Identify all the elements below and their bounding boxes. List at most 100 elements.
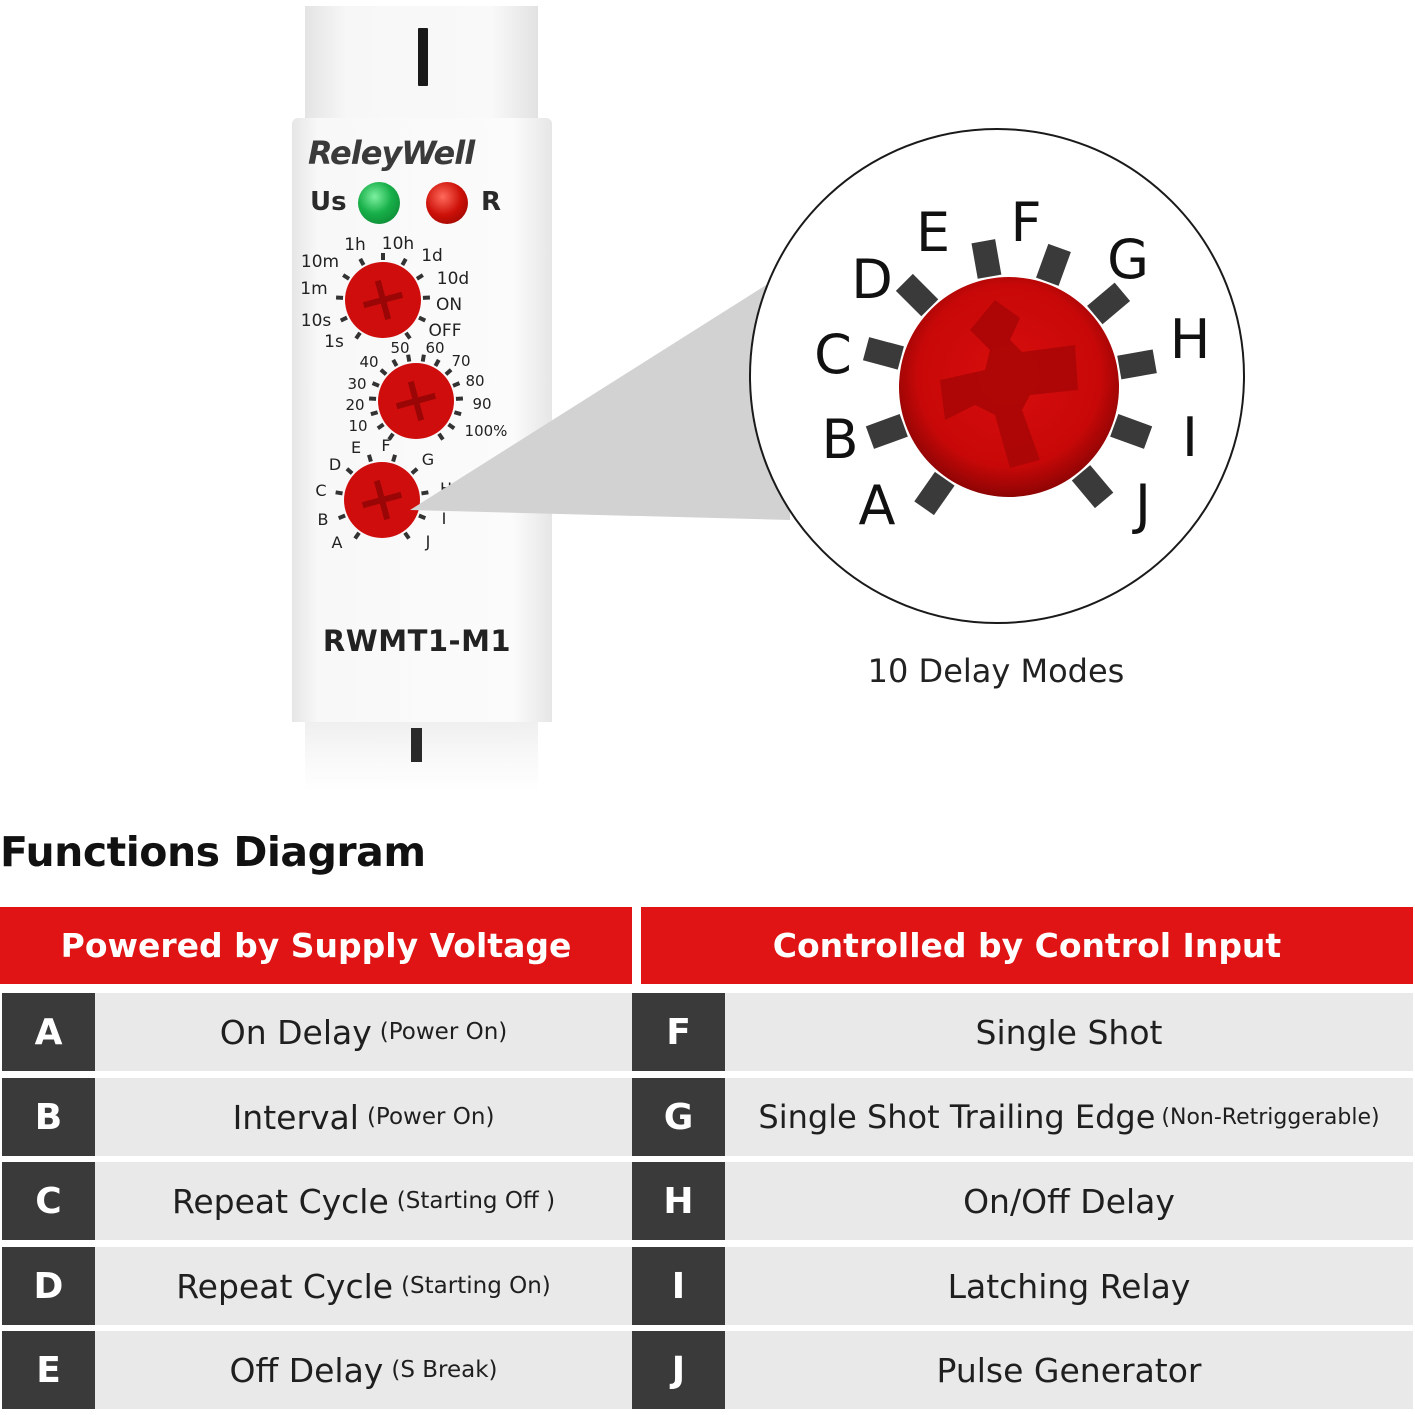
mode-row: I Latching Relay	[632, 1247, 1413, 1325]
mode-dial-label: G	[422, 450, 434, 469]
mode-letter: J	[632, 1331, 725, 1409]
mode-letter: D	[2, 1247, 95, 1325]
percent-dial-tick	[391, 358, 399, 367]
percent-dial-label: 70	[451, 352, 470, 370]
time-dial-tick	[342, 273, 351, 281]
zoom-mode-label: G	[1107, 228, 1149, 291]
mode-note: (S Break)	[391, 1357, 498, 1383]
percent-dial-tick	[437, 432, 445, 441]
mode-description: Repeat Cycle (Starting On)	[95, 1247, 632, 1325]
zoom-tick	[1087, 282, 1131, 325]
mode-letter: H	[632, 1162, 725, 1240]
brand-logo: ReleyWell	[308, 134, 475, 172]
mode-description: On Delay (Power On)	[95, 993, 632, 1071]
time-dial-tick	[339, 315, 348, 323]
zoom-tick	[1110, 414, 1153, 449]
percent-dial-label: 50	[390, 339, 409, 357]
percent-dial-tick	[433, 358, 441, 367]
mode-dial-tick	[367, 454, 373, 463]
percent-dial-tick	[379, 368, 388, 376]
mode-dial-tick	[345, 467, 354, 475]
mode-dial-tick	[410, 467, 419, 475]
mode-description: Repeat Cycle (Starting Off )	[95, 1162, 632, 1240]
zoom-tick	[865, 414, 908, 449]
mode-letter: I	[632, 1247, 725, 1325]
percent-dial-tick	[452, 381, 461, 388]
zoom-ticks	[862, 239, 1157, 516]
mode-name: On/Off Delay	[963, 1181, 1175, 1221]
mode-name: Single Shot	[975, 1012, 1163, 1052]
zoom-mode-label: H	[1170, 308, 1211, 371]
percent-dial-label: 40	[359, 353, 378, 371]
zoom-tick	[1117, 349, 1157, 380]
zoom-knob-slot	[940, 300, 1078, 468]
zoom-mode-label: I	[1182, 406, 1198, 469]
led-r-label: R	[481, 187, 502, 217]
zoom-tick	[862, 337, 904, 370]
percent-dial-label: 90	[472, 395, 491, 413]
mode-name: Repeat Cycle	[171, 1181, 389, 1221]
time-dial-knob-slot	[374, 279, 392, 321]
mode-letter: B	[2, 1078, 95, 1156]
mode-dial-label: E	[351, 438, 361, 457]
diagram-title: Functions Diagram	[0, 828, 426, 876]
zoom-tick	[914, 471, 955, 516]
zoom-tick	[895, 273, 939, 317]
mode-dial-label: D	[329, 455, 341, 474]
mode-note: (Starting On)	[401, 1273, 551, 1299]
mode-note: (Non-Retriggerable)	[1161, 1104, 1380, 1130]
mode-name: On Delay	[219, 1012, 372, 1052]
mode-name: Off Delay	[229, 1350, 384, 1390]
device-pin	[411, 728, 422, 762]
time-dial-tick	[415, 273, 424, 281]
mode-dial-tick	[335, 490, 343, 496]
mode-dial-tick	[418, 513, 427, 521]
time-dial-label: 10h	[382, 234, 414, 254]
model-number: RWMT1-M1	[322, 624, 512, 658]
time-dial-label: 1m	[300, 279, 327, 299]
mode-note: (Power On)	[379, 1019, 508, 1045]
mode-dial-tick	[353, 531, 361, 540]
zoom-projection	[410, 270, 790, 520]
zoom-mode-label: J	[1132, 473, 1151, 536]
mode-note: (Power On)	[366, 1104, 495, 1130]
percent-dial-label: 20	[345, 396, 364, 414]
mode-dial-tick	[337, 513, 346, 521]
mode-dial-label: A	[332, 533, 343, 552]
percent-dial-tick	[420, 354, 426, 362]
mode-dial-tick	[421, 490, 429, 496]
percent-dial-tick	[406, 354, 412, 362]
mode-note: (Starting Off )	[396, 1188, 556, 1214]
zoom-mode-label: B	[821, 408, 858, 471]
mode-dial-tick	[403, 531, 411, 540]
mode-dial-knob-slot	[373, 479, 391, 521]
mode-dial-label: J	[425, 532, 431, 551]
time-dial-label: ON	[436, 295, 462, 315]
percent-dial-tick	[387, 432, 395, 441]
percent-dial-tick	[370, 410, 379, 417]
mode-name: Repeat Cycle	[176, 1266, 394, 1306]
zoom-mode-label: D	[851, 248, 893, 311]
time-dial-label: 10s	[301, 311, 332, 331]
zoom-mode-label: C	[814, 323, 852, 386]
time-dial-tick	[358, 257, 366, 266]
mode-dial-label: B	[318, 510, 329, 529]
mode-name: Single Shot Trailing Edge	[758, 1098, 1156, 1136]
percent-dial-tick	[444, 368, 453, 376]
percent-dial-tick	[447, 422, 456, 431]
mode-name: Latching Relay	[947, 1266, 1191, 1306]
mode-row: H On/Off Delay	[632, 1162, 1413, 1240]
mode-description: On/Off Delay	[725, 1162, 1413, 1240]
zoom-caption: 10 Delay Modes	[867, 652, 1125, 690]
mode-dial-label: F	[381, 436, 390, 455]
zoom-mode-label: A	[859, 474, 896, 537]
